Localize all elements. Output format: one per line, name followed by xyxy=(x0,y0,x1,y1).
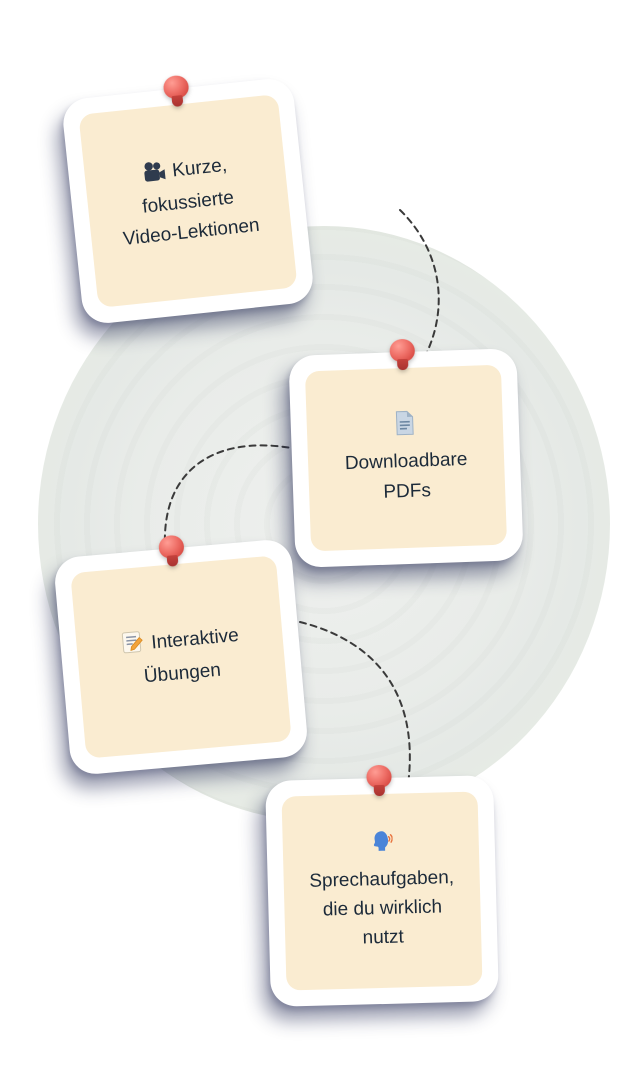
movie-camera-icon xyxy=(141,160,167,193)
connector-line-3 xyxy=(299,621,411,786)
document-icon xyxy=(393,409,416,445)
note-card-speaking-tasks: Sprechaufgaben, die du wirklich nutzt xyxy=(265,764,499,1007)
note-video-lessons: Kurze, fokussierte Video-Lektionen xyxy=(78,94,298,308)
pushpin-icon xyxy=(162,74,190,108)
pushpin-icon xyxy=(157,534,186,567)
pushpin-stem xyxy=(397,358,409,371)
note-speaking-tasks: Sprechaufgaben, die du wirklich nutzt xyxy=(281,791,483,991)
note-content: Kurze, fokussierte Video-Lektionen xyxy=(115,148,261,254)
note-card-video-lessons: Kurze, fokussierte Video-Lektionen xyxy=(60,74,316,326)
note-label-exercises: Interaktive Übungen xyxy=(143,624,240,688)
note-label-speaking-tasks: Sprechaufgaben, die du wirklich nutzt xyxy=(309,866,455,949)
speaking-head-icon xyxy=(368,829,393,863)
pushpin-icon xyxy=(389,338,416,371)
note-card-exercises: Interaktive Übungen xyxy=(52,534,310,776)
pushpin-stem xyxy=(171,95,184,108)
pushpin-stem xyxy=(166,554,179,567)
pushpin-icon xyxy=(366,764,392,797)
memo-pencil-icon xyxy=(119,629,146,664)
pushpin-stem xyxy=(373,784,386,797)
note-card-pdfs: Downloadbare PDFs xyxy=(288,338,524,568)
connector-line-1 xyxy=(399,209,440,363)
note-label-pdfs: Downloadbare PDFs xyxy=(344,449,468,503)
note-exercises: Interaktive Übungen xyxy=(70,555,292,759)
note-content: Interaktive Übungen xyxy=(119,621,243,694)
connector-line-2 xyxy=(163,444,311,561)
note-pdfs: Downloadbare PDFs xyxy=(304,364,508,552)
